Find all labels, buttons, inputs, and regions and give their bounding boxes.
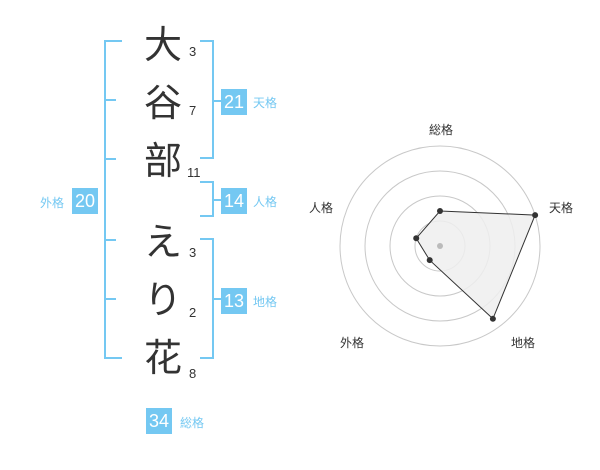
radar-point-5	[413, 235, 420, 242]
jinkaku-bracket-top	[200, 181, 214, 183]
tenkaku-bracket-top	[200, 40, 214, 42]
name-char-3: 部	[143, 139, 182, 183]
gaikaku-value-badge: 20	[72, 188, 99, 214]
stroke-count-3: 11	[187, 165, 201, 180]
chikaku-bracket-vertical	[212, 238, 214, 359]
name-char-6: 花	[143, 336, 182, 380]
soukaku-label: 総格	[180, 416, 205, 430]
gaikaku-label: 外格	[40, 196, 65, 210]
chikaku-value-badge: 13	[221, 288, 248, 314]
jinkaku-bracket-bottom	[200, 215, 214, 217]
chikaku-bracket-top	[200, 238, 214, 240]
radar-center-dot	[437, 243, 443, 249]
chikaku-label: 地格	[253, 295, 278, 309]
radar-label-soukaku: 総格	[429, 123, 454, 137]
gaikaku-bracket-mid1	[104, 99, 116, 101]
chikaku-connector	[214, 298, 221, 300]
radar-label-chikaku: 地格	[511, 336, 536, 350]
name-char-2: 谷	[143, 81, 182, 125]
radar-point-1	[437, 208, 443, 214]
stroke-count-1: 3	[189, 44, 197, 59]
jinkaku-connector	[214, 199, 221, 201]
soukaku-value-badge: 34	[146, 408, 173, 434]
stroke-count-2: 7	[189, 103, 197, 118]
name-char-1: 大	[143, 23, 182, 67]
radar-score-area	[415, 210, 536, 320]
radar-label-jinkaku: 人格	[309, 201, 334, 215]
gaikaku-bracket-vertical	[104, 40, 106, 359]
tenkaku-bracket-bottom	[200, 157, 214, 159]
radar-label-gaikaku: 外格	[340, 336, 365, 350]
jinkaku-bracket-vertical	[212, 181, 214, 217]
radar-grid-ring-4	[339, 145, 541, 347]
radar-label-tenkaku: 天格	[549, 201, 574, 215]
gaikaku-bracket-mid2	[104, 158, 116, 160]
gaikaku-bracket-mid3	[104, 239, 116, 241]
stroke-count-6: 8	[189, 366, 197, 381]
name-char-5: り	[143, 278, 182, 322]
tenkaku-bracket-vertical	[212, 40, 214, 159]
chikaku-bracket-bottom	[200, 357, 214, 359]
gaikaku-bracket-mid4	[104, 298, 116, 300]
radar-point-2	[532, 212, 539, 219]
jinkaku-label: 人格	[253, 195, 278, 209]
stroke-count-4: 3	[189, 245, 197, 260]
gaikaku-bracket-top	[104, 40, 122, 42]
tenkaku-label: 天格	[253, 96, 278, 110]
tenkaku-value-badge: 21	[221, 89, 248, 115]
jinkaku-value-badge: 14	[221, 188, 248, 214]
gaikaku-bracket-bottom	[104, 357, 122, 359]
name-char-4: え	[143, 220, 182, 264]
tenkaku-connector	[214, 100, 221, 102]
stroke-count-5: 2	[189, 305, 197, 320]
radar-point-4	[426, 257, 433, 264]
radar-point-3	[489, 315, 496, 322]
